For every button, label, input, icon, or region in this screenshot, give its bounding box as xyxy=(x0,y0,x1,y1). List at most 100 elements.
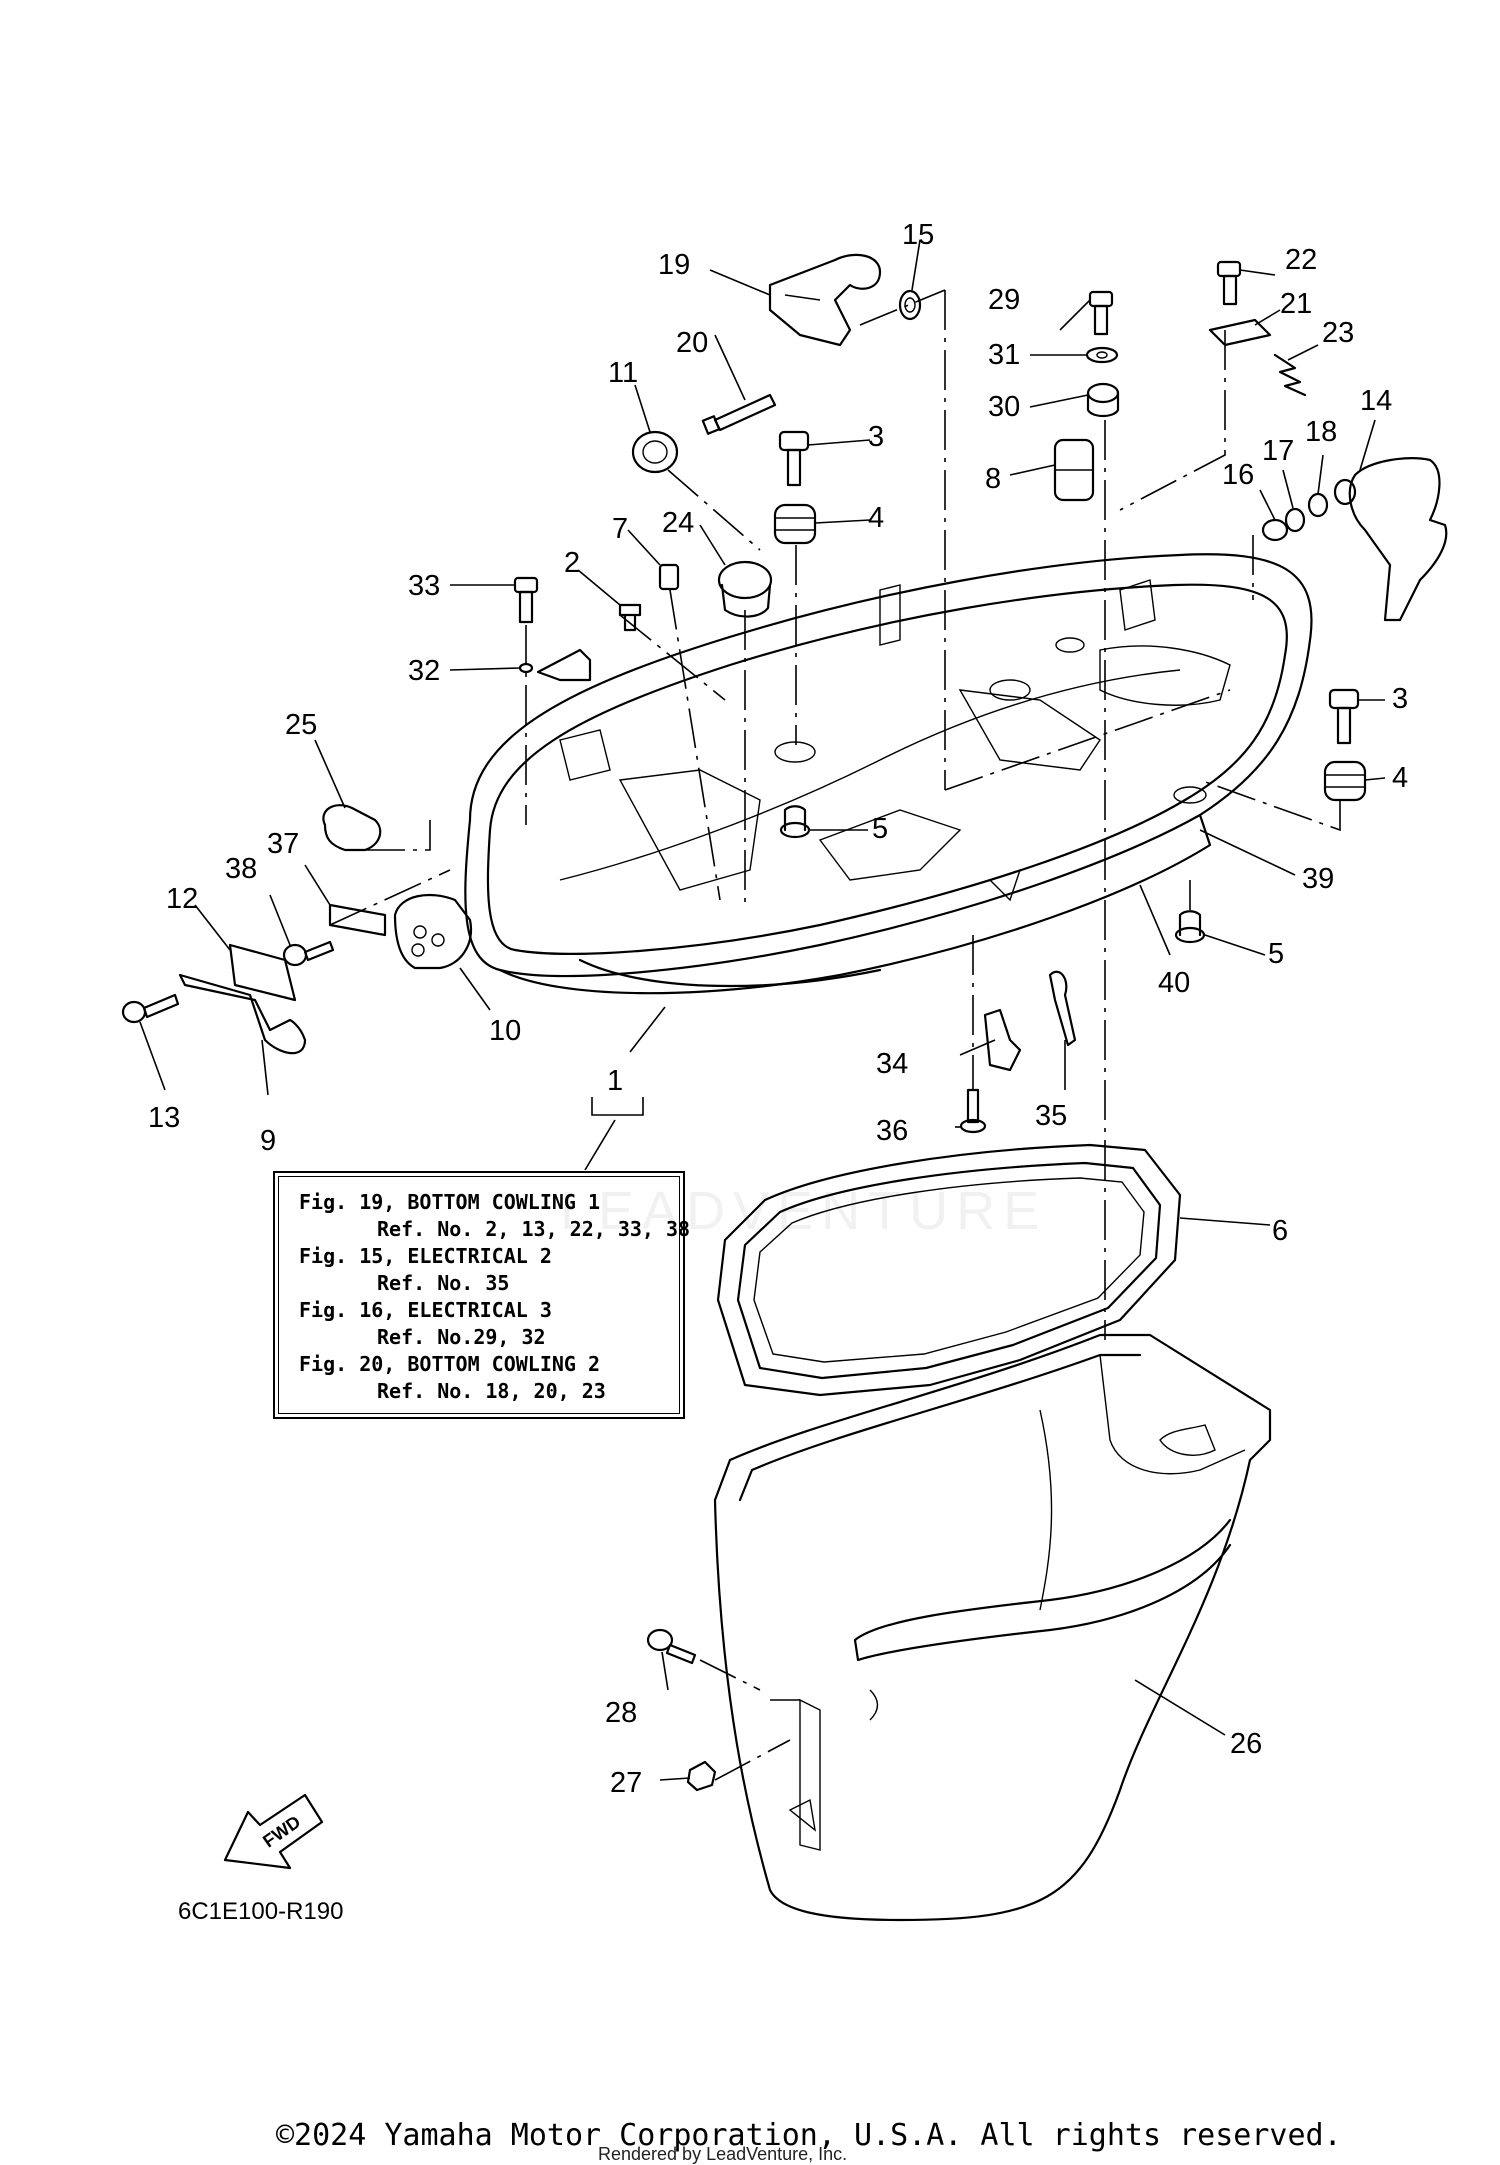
leader-lines xyxy=(139,239,1386,1781)
gasket-part xyxy=(716,1143,1182,1397)
reference-refs-2: Ref. No. 35 xyxy=(377,1271,510,1295)
part-7-fitting xyxy=(658,563,680,591)
callout-22: 22 xyxy=(1285,244,1317,276)
copyright-notice: ©2024 Yamaha Motor Corporation, U.S.A. A… xyxy=(276,2118,1342,2153)
callout-16: 16 xyxy=(1222,459,1254,491)
callout-4a: 4 xyxy=(868,502,884,534)
callout-30: 30 xyxy=(988,391,1020,423)
part-2-screw xyxy=(618,603,642,632)
callout-numbers: 1 2 3 3 4 4 5 5 6 7 8 9 10 11 12 13 14 1… xyxy=(148,219,1408,1799)
callout-38: 38 xyxy=(225,853,257,885)
bottom-cowling-part xyxy=(464,553,1313,995)
callout-27: 27 xyxy=(610,1767,642,1799)
reference-box-inner: Fig. 19, BOTTOM COWLING 1 Ref. No. 2, 13… xyxy=(278,1176,691,1414)
part-27-nut xyxy=(686,1760,717,1792)
part-15-grommet xyxy=(898,289,922,321)
callout-28: 28 xyxy=(605,1697,637,1729)
callout-5a: 5 xyxy=(872,813,888,845)
callout-23: 23 xyxy=(1322,317,1354,349)
callout-6: 6 xyxy=(1272,1215,1288,1247)
callout-24: 24 xyxy=(662,507,694,539)
part-16-collar xyxy=(1261,518,1289,542)
reference-figure-1: Fig. 19, BOTTOM COWLING 1 xyxy=(299,1190,601,1214)
callout-10: 10 xyxy=(489,1015,521,1047)
reference-refs-4: Ref. No. 18, 20, 23 xyxy=(377,1379,606,1403)
callout-37: 37 xyxy=(267,828,299,860)
callout-3b: 3 xyxy=(1392,683,1408,715)
part-38-screw xyxy=(282,940,335,967)
part-3-screw-top xyxy=(778,430,810,487)
callout-14: 14 xyxy=(1360,385,1392,417)
callout-7: 7 xyxy=(612,513,628,545)
part-8-damper xyxy=(1053,438,1095,502)
fwd-arrow-icon: FWD xyxy=(223,1793,324,1870)
callout-15: 15 xyxy=(902,219,934,251)
part-31-washer xyxy=(1085,346,1119,364)
callout-25: 25 xyxy=(285,709,317,741)
part-21-plate xyxy=(1208,318,1272,347)
fwd-label: FWD xyxy=(259,1812,304,1852)
part-17-washer xyxy=(1284,507,1306,533)
part-4-damper-right xyxy=(1323,760,1367,802)
assembly-lines xyxy=(329,289,1341,1781)
callout-3a: 3 xyxy=(868,421,884,453)
part-5-collar-left xyxy=(779,805,811,839)
part-24-grommet xyxy=(717,560,773,618)
part-18-washer xyxy=(1307,492,1329,518)
part-33-bolt xyxy=(513,576,539,624)
part-23-spring xyxy=(1273,353,1307,397)
callout-33: 33 xyxy=(408,570,440,602)
callout-13: 13 xyxy=(148,1102,180,1134)
callout-40: 40 xyxy=(1158,967,1190,999)
part-37-plate xyxy=(328,903,387,937)
part-32-clip xyxy=(518,648,592,682)
callout-9: 9 xyxy=(260,1125,276,1157)
reference-refs-1: Ref. No. 2, 13, 22, 33, 38 xyxy=(377,1217,691,1241)
watermark: LEADVENTURE xyxy=(560,1181,1048,1241)
reference-figure-4: Fig. 20, BOTTOM COWLING 2 xyxy=(299,1352,601,1376)
part-36-screw xyxy=(959,1088,987,1134)
part-35-band xyxy=(1048,970,1077,1047)
part-11-grommet xyxy=(631,430,679,474)
callout-39: 39 xyxy=(1302,863,1334,895)
callout-18: 18 xyxy=(1305,416,1337,448)
part-19-bracket xyxy=(768,253,882,347)
callout-17: 17 xyxy=(1262,435,1294,467)
part-10-plug xyxy=(393,893,473,970)
part-5-collar-right xyxy=(1174,910,1206,944)
callout-34: 34 xyxy=(876,1048,908,1080)
part-14-lever xyxy=(1333,457,1448,622)
callout-4b: 4 xyxy=(1392,762,1408,794)
part-13-bolt xyxy=(121,993,180,1024)
callout-36: 36 xyxy=(876,1115,908,1147)
diagram-code: 6C1E100-R190 xyxy=(178,1898,344,1925)
part-12-9-bracket xyxy=(178,943,307,1055)
part-3-screw-right xyxy=(1328,688,1360,745)
part-25-grommet xyxy=(322,804,382,852)
part-22-bolt xyxy=(1216,260,1242,306)
callout-35: 35 xyxy=(1035,1100,1067,1132)
part-29-bolt xyxy=(1088,290,1114,336)
part-20-bolt xyxy=(701,393,777,435)
callout-5b: 5 xyxy=(1268,938,1284,970)
callout-29: 29 xyxy=(988,284,1020,316)
callout-20: 20 xyxy=(676,327,708,359)
callout-19: 19 xyxy=(658,249,690,281)
part-34-bracket xyxy=(983,1008,1022,1072)
reference-refs-3: Ref. No.29, 32 xyxy=(377,1325,546,1349)
callout-8: 8 xyxy=(985,463,1001,495)
reference-box: Fig. 19, BOTTOM COWLING 1 Ref. No. 2, 13… xyxy=(273,1171,691,1419)
callout-2: 2 xyxy=(564,547,580,579)
reference-figure-3: Fig. 16, ELECTRICAL 3 xyxy=(299,1298,552,1322)
callout-1: 1 xyxy=(607,1065,623,1097)
reference-figure-2: Fig. 15, ELECTRICAL 2 xyxy=(299,1244,552,1268)
callout-32: 32 xyxy=(408,655,440,687)
apron-part xyxy=(713,1333,1272,1922)
callout-26: 26 xyxy=(1230,1728,1262,1760)
callout-12: 12 xyxy=(166,883,198,915)
rendered-by-notice: Rendered by LeadVenture, Inc. xyxy=(598,2144,848,2164)
part-28-bolt xyxy=(646,1628,697,1665)
callout-11: 11 xyxy=(608,357,638,389)
callout-31: 31 xyxy=(988,339,1020,371)
